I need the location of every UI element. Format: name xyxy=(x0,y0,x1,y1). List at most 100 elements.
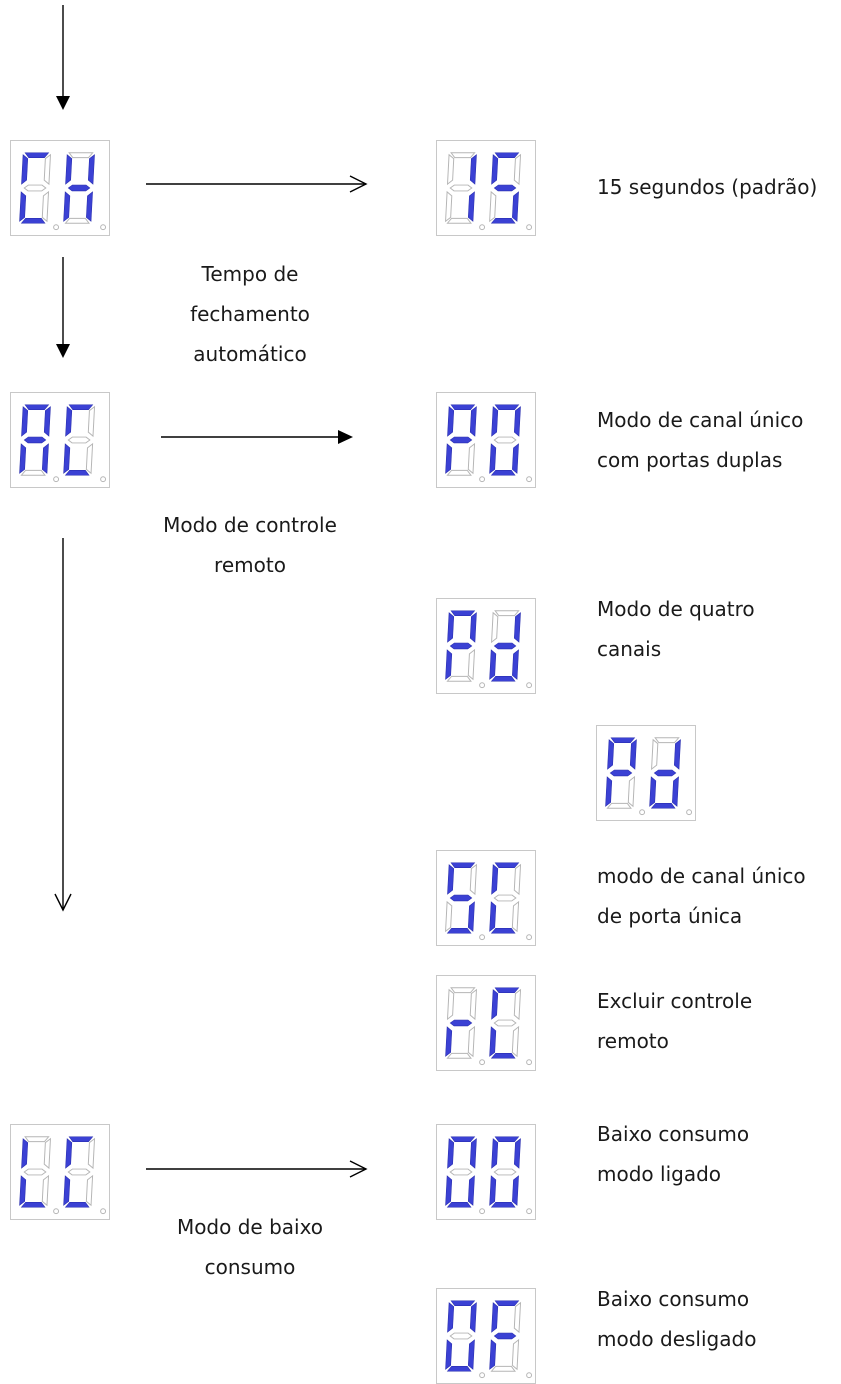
segment-a-off xyxy=(68,152,94,159)
segment-a-on xyxy=(68,404,94,410)
decimal-point xyxy=(100,476,107,483)
segment-d-on xyxy=(490,470,516,476)
display-sc xyxy=(436,850,536,946)
digit-2 xyxy=(63,1136,96,1208)
segment-d-on xyxy=(20,1202,46,1208)
segment-d-on xyxy=(446,1202,472,1208)
segment-e-on xyxy=(63,1175,71,1206)
decimal-point xyxy=(479,1208,486,1215)
segment-d-on xyxy=(490,928,516,934)
segment-e-off xyxy=(445,190,453,223)
display-pd-alt xyxy=(596,725,696,821)
segment-a-on xyxy=(450,862,476,868)
segment-d-off xyxy=(446,1052,472,1059)
caption-auto-close-time: Tempo de fechamento automático xyxy=(190,262,310,366)
arrow-ch-to-ac-head xyxy=(56,344,70,358)
segment-a-off xyxy=(494,610,520,617)
segment-c-off xyxy=(85,1174,94,1207)
segment-f-on xyxy=(447,864,455,895)
decimal-point xyxy=(479,1059,486,1066)
segment-e-on xyxy=(489,649,497,680)
segment-e-on xyxy=(445,443,453,474)
segment-f-off xyxy=(446,988,455,1021)
segment-b-on xyxy=(514,1138,521,1169)
option-delete-remote: Excluir controle remoto xyxy=(597,989,753,1053)
segment-b-on xyxy=(469,406,477,437)
segment-c-on xyxy=(86,191,93,222)
segment-b-on xyxy=(469,1138,477,1169)
segment-c-on xyxy=(467,901,475,932)
segment-g-off xyxy=(493,894,517,902)
segment-g-off xyxy=(449,1168,473,1176)
digit-1 xyxy=(445,152,477,224)
segment-c-on xyxy=(672,776,679,807)
segment-f-on xyxy=(491,154,499,185)
seven-segment-ac xyxy=(19,404,107,483)
arrow-lc-to-options-head xyxy=(349,1160,368,1178)
decimal-point xyxy=(526,1059,533,1066)
option-four-channels: Modo de quatro canais xyxy=(597,597,755,661)
segment-a-on xyxy=(450,1136,476,1142)
segment-e-on xyxy=(489,901,497,932)
segment-g-on xyxy=(449,894,473,902)
segment-g-on xyxy=(493,184,517,192)
segment-d-off xyxy=(446,469,472,476)
segment-g-on xyxy=(449,436,473,444)
segment-b-off xyxy=(87,1137,96,1170)
display-ac xyxy=(10,392,110,488)
segment-f-on xyxy=(447,406,455,437)
seven-segment-pd xyxy=(445,610,533,689)
segment-b-off xyxy=(469,863,478,896)
segment-b-off xyxy=(513,153,522,186)
decimal-point xyxy=(526,1372,533,1379)
segment-a-off xyxy=(654,737,680,744)
segment-e-on xyxy=(19,443,27,474)
option-single-channel-double-doors: Modo de canal único com portas duplas xyxy=(597,408,804,472)
digit-1 xyxy=(605,737,637,809)
segment-f-on xyxy=(65,406,73,437)
segment-b-on xyxy=(469,1302,477,1333)
seven-segment-p0 xyxy=(445,404,533,483)
segment-g-off xyxy=(23,1168,47,1176)
segment-b-on xyxy=(469,154,477,185)
segment-d-on xyxy=(490,218,516,224)
segment-c-off xyxy=(511,1025,520,1058)
decimal-point xyxy=(526,1208,533,1215)
digit-1 xyxy=(445,987,478,1059)
segment-g-on xyxy=(493,1332,517,1340)
segment-d-off xyxy=(446,675,472,682)
digit-1 xyxy=(445,1136,477,1208)
seven-segment-v15 xyxy=(445,152,533,231)
segment-e-on xyxy=(489,443,497,474)
digit-2 xyxy=(489,1300,522,1372)
seven-segment-pd2 xyxy=(605,737,693,816)
segment-e-on xyxy=(489,1339,497,1370)
segment-f-on xyxy=(607,739,615,770)
segment-b-on xyxy=(674,739,681,770)
segment-c-off xyxy=(85,442,94,475)
caption-low-power-mode: Modo de baixo consumo xyxy=(176,1215,324,1279)
segment-f-on xyxy=(491,864,499,895)
display-00 xyxy=(436,1124,536,1220)
segment-a-on xyxy=(494,1136,520,1142)
segment-e-off xyxy=(445,900,453,933)
digit-2 xyxy=(489,862,522,934)
segment-e-on xyxy=(489,1026,497,1057)
segment-f-on xyxy=(491,1302,499,1333)
segment-g-on xyxy=(449,642,473,650)
segment-g-off xyxy=(493,1019,517,1027)
display-pd xyxy=(436,598,536,694)
segment-b-on xyxy=(514,406,521,437)
decimal-point xyxy=(526,224,533,231)
segment-e-on xyxy=(63,191,71,222)
decimal-point xyxy=(479,224,486,231)
segment-a-on xyxy=(68,1136,94,1142)
segment-c-on xyxy=(41,443,49,474)
segment-e-on xyxy=(445,649,453,680)
segment-a-on xyxy=(494,404,520,410)
segment-a-on xyxy=(24,152,50,158)
decimal-point xyxy=(526,934,533,941)
segment-g-on xyxy=(449,1019,473,1027)
segment-e-on xyxy=(19,191,27,222)
segment-b-off xyxy=(43,1137,52,1170)
